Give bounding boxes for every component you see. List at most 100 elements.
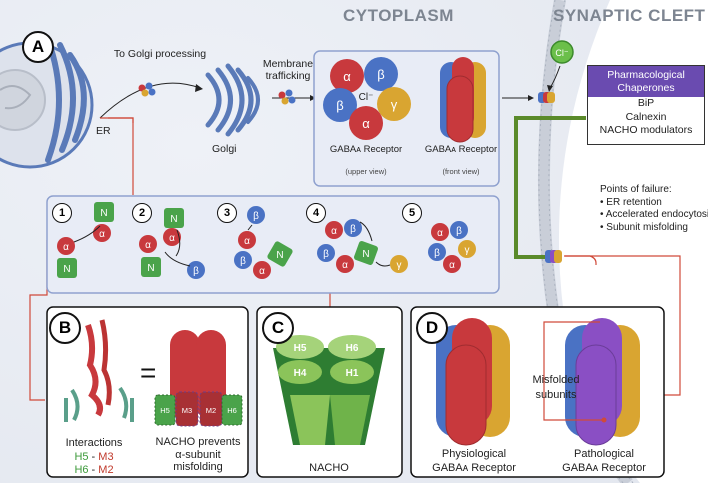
svg-text:β: β	[253, 211, 259, 222]
chloride-ion	[550, 40, 574, 64]
chloride-ion-label: Cl⁻	[359, 92, 374, 103]
upper-view-note: (upper view)	[345, 167, 387, 176]
svg-text:N: N	[147, 263, 154, 274]
svg-text:α: α	[342, 260, 348, 271]
svg-text:M3: M3	[182, 406, 192, 415]
chaperone-item: BiP	[637, 97, 655, 110]
to-golgi-label: To Golgi processing	[113, 48, 207, 60]
svg-text:Cl⁻: Cl⁻	[555, 48, 568, 58]
panel-c-label: C	[262, 312, 294, 344]
svg-text:β: β	[350, 224, 356, 235]
step-2-marker: 2	[132, 203, 152, 223]
failure-title: Points of failure:	[600, 184, 672, 195]
svg-text:H6: H6	[346, 343, 359, 354]
svg-text:N: N	[100, 208, 107, 219]
step-3-marker: 3	[217, 203, 237, 223]
svg-text:γ: γ	[465, 245, 470, 256]
failure-item: • Accelerated endocytosis	[600, 209, 708, 220]
nacho-caption: NACHO	[309, 462, 349, 474]
chaperone-bracket	[514, 116, 586, 259]
er-label: ER	[96, 125, 111, 137]
svg-text:α: α	[169, 233, 175, 244]
svg-text:α: α	[145, 240, 151, 251]
subunit-cluster-2	[278, 89, 296, 105]
panel-a-label: A	[22, 31, 54, 63]
svg-text:β: β	[377, 67, 384, 82]
membrane-receptor-top	[538, 92, 555, 103]
svg-text:α: α	[331, 226, 337, 237]
svg-text:β: β	[240, 256, 246, 267]
misfolded-label-line1: Misfolded	[532, 374, 579, 386]
misfolded-label-line2: subunits	[536, 389, 577, 401]
interaction-pair-1: H5 - M3	[74, 451, 113, 463]
step-5-marker: 5	[402, 203, 422, 223]
assembly-step-3: β α β α N	[234, 206, 293, 279]
svg-text:β: β	[336, 98, 343, 113]
svg-text:N: N	[170, 214, 177, 225]
assembly-steps-panel	[46, 195, 500, 294]
svg-text:M2: M2	[206, 406, 216, 415]
er-organelle	[0, 37, 94, 169]
cytoplasm-header: CYTOPLASM	[343, 6, 454, 25]
svg-text:γ: γ	[397, 260, 402, 271]
golgi-organelle	[205, 63, 260, 137]
physiological-caption-line1: Physiological	[442, 448, 506, 460]
chaperones-title: Pharmacological Chaperones	[588, 66, 704, 98]
svg-text:β: β	[456, 226, 462, 237]
pathological-caption-line1: Pathological	[574, 448, 634, 460]
svg-text:α: α	[244, 236, 250, 247]
step-4-marker: 4	[306, 203, 326, 223]
alpha-subunit-nacho-model	[154, 330, 243, 427]
svg-text:α: α	[437, 228, 443, 239]
svg-text:H4: H4	[294, 368, 307, 379]
front-view-caption: GABAᴀ Receptor	[425, 144, 497, 155]
synaptic-cleft-header: SYNAPTIC CLEFT	[553, 6, 706, 25]
svg-text:β: β	[193, 266, 199, 277]
failure-item: • Subunit misfolding	[600, 221, 688, 233]
protein-structure	[64, 319, 134, 422]
svg-text:β: β	[323, 249, 329, 260]
receptor-front-view	[440, 57, 486, 143]
membrane-receptor-bottom	[545, 250, 562, 263]
membrane-trafficking-label: Membrane trafficking	[262, 58, 314, 83]
svg-text:N: N	[276, 250, 283, 261]
svg-text:α: α	[63, 242, 69, 253]
nacho-prevents-caption: NACHO prevents α-subunit misfolding	[155, 436, 241, 474]
chaperone-item: Calnexin	[625, 110, 667, 123]
upper-view-caption: GABAᴀ Receptor	[330, 144, 402, 155]
svg-text:α: α	[343, 69, 351, 84]
panel-b-label: B	[49, 312, 81, 344]
svg-text:α: α	[99, 229, 105, 240]
pathological-caption-line2: GABAᴀ Receptor	[562, 462, 646, 474]
assembly-step-5: α β β γ α	[428, 221, 476, 273]
points-of-failure: Points of failure: • ER retention • Acce…	[600, 184, 708, 234]
nacho-structure	[273, 335, 385, 445]
svg-text:β: β	[434, 248, 440, 259]
svg-text:N: N	[362, 249, 369, 260]
assembly-step-4: α β β α N γ	[317, 219, 408, 273]
step-1-marker: 1	[52, 203, 72, 223]
connector-failure-to-d	[565, 255, 681, 396]
front-view-note: (front view)	[442, 167, 480, 176]
svg-text:α: α	[362, 116, 370, 131]
failure-item: • ER retention	[600, 196, 662, 208]
svg-text:N: N	[63, 264, 70, 275]
svg-text:α: α	[449, 260, 455, 271]
physiological-caption-line2: GABAᴀ Receptor	[432, 462, 516, 474]
receptor-upper-view: α β β γ α Cl⁻	[323, 57, 411, 140]
svg-text:H6: H6	[227, 406, 237, 415]
physiological-receptor	[436, 318, 510, 446]
interactions-label: Interactions	[66, 437, 123, 449]
golgi-label: Golgi	[212, 143, 237, 155]
pharmacological-chaperones-box: Pharmacological Chaperones BiP Calnexin …	[587, 65, 705, 145]
interaction-pair-2: H6 - M2	[74, 464, 113, 476]
equals-sign: =	[140, 357, 156, 388]
svg-text:H1: H1	[346, 368, 359, 379]
chaperone-item: NACHO modulators	[599, 124, 693, 137]
svg-text:H5: H5	[294, 343, 307, 354]
assembly-step-2: N α α N β	[139, 208, 205, 279]
svg-text:α: α	[259, 266, 265, 277]
panel-d-label: D	[416, 312, 448, 344]
svg-text:γ: γ	[391, 97, 398, 112]
